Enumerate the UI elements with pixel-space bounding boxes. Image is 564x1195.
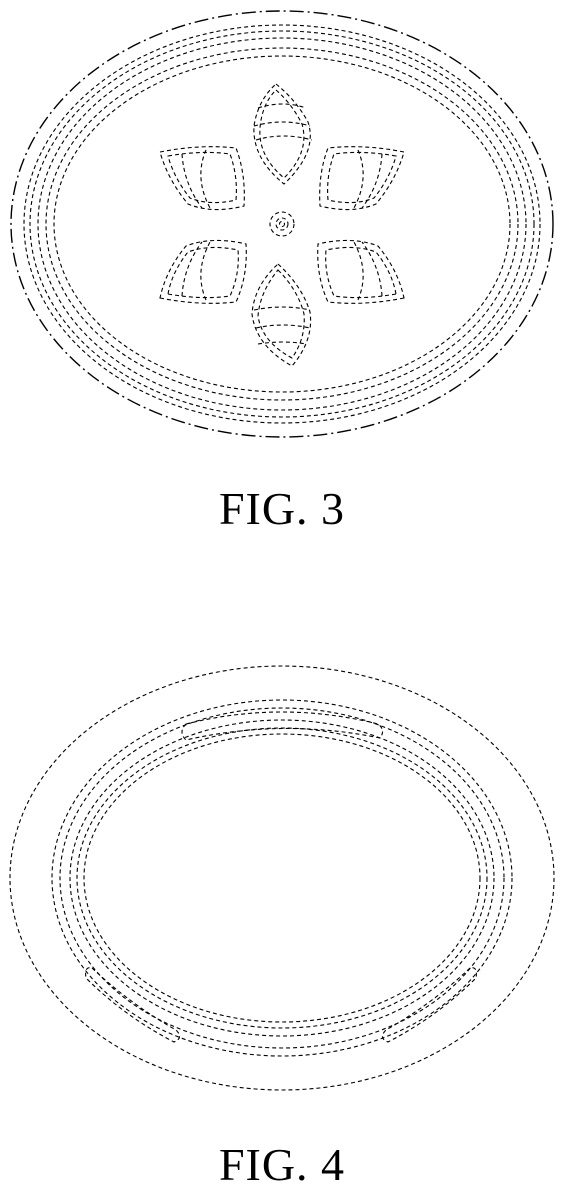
fig4-ring-6: [84, 734, 480, 1022]
fig3-drawing: [11, 11, 553, 437]
fig3-outer-boundary-dashdot: [11, 11, 553, 437]
fig3-petal-bottom: [252, 264, 311, 366]
fig3-rim-ring-4: [46, 48, 518, 400]
fig4-ring-2: [52, 700, 512, 1056]
fig4-ring-5: [77, 728, 487, 1028]
fig4-ring-4: [70, 720, 494, 1036]
fig3-petal-upper-right: [320, 147, 404, 210]
fig3-rim-ring-3: [38, 38, 526, 410]
fig4-slot-bottom-right: [382, 968, 476, 1042]
fig4-outer-ring: [10, 666, 554, 1090]
fig4-drawing: [10, 666, 554, 1090]
fig3-petal-lower-right: [318, 240, 404, 303]
fig3-caption: FIG. 3: [0, 482, 564, 535]
fig3-petal-upper-left: [160, 147, 244, 210]
fig3-petal-top: [254, 84, 312, 184]
fig3-petal-lower-left: [160, 240, 246, 303]
fig4-caption: FIG. 4: [0, 1138, 564, 1191]
fig3-rim-ring-1: [24, 25, 540, 423]
fig3-center-hub: [270, 212, 294, 236]
